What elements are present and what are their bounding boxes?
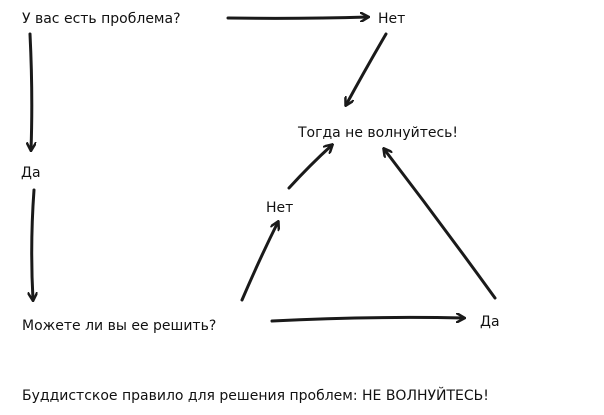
node-yes-right: Да bbox=[480, 314, 500, 330]
arrow-question2-to-no bbox=[240, 222, 278, 302]
arrow-question-to-yes bbox=[30, 32, 32, 150]
arrow-question-to-no bbox=[226, 17, 368, 18]
node-no-top: Нет bbox=[378, 11, 405, 27]
arrow-no-to-result-mid bbox=[287, 145, 332, 190]
caption: Буддистское правило для решения проблем:… bbox=[22, 386, 489, 404]
arrow-yes-to-question2 bbox=[32, 188, 34, 300]
arrow-yes-to-result bbox=[384, 149, 497, 300]
node-result: Тогда не волнуйтесь! bbox=[297, 125, 458, 141]
node-no-mid: Нет bbox=[266, 200, 293, 216]
node-question2: Можете ли вы ее решить? bbox=[22, 318, 216, 334]
arrow-no-to-result bbox=[346, 32, 388, 105]
node-yes-left: Да bbox=[21, 165, 41, 181]
node-question: У вас есть проблема? bbox=[22, 11, 181, 27]
arrow-question2-to-yes bbox=[270, 317, 464, 321]
